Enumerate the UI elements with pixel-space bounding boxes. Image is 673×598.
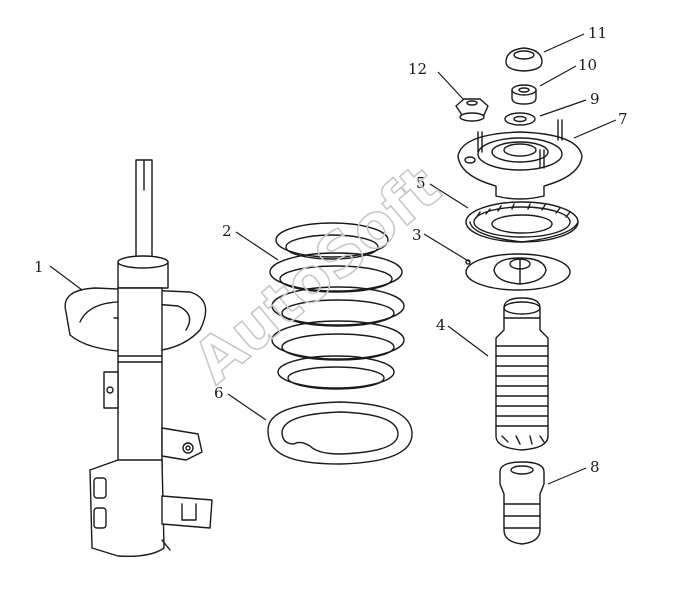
callout-4: 4	[436, 316, 446, 334]
callout-7: 7	[618, 110, 628, 128]
leader-4	[447, 325, 489, 357]
leader-11	[543, 33, 585, 53]
callout-5: 5	[416, 174, 426, 192]
callout-8: 8	[590, 458, 600, 476]
callout-3: 3	[412, 226, 422, 244]
leader-6	[227, 393, 267, 421]
strut-bearing	[465, 201, 579, 243]
strut-top-mount	[457, 119, 583, 200]
leader-3	[423, 233, 471, 263]
top-bushing	[511, 84, 537, 105]
bump-stop	[499, 461, 545, 545]
callout-10: 10	[578, 56, 597, 74]
callout-numbers: 1 2 3 4 5 6 7 8 9 10 11 12	[34, 24, 628, 476]
hex-nut	[455, 98, 489, 122]
callout-6: 6	[214, 384, 224, 402]
callout-1: 1	[34, 258, 44, 276]
leader-7	[573, 119, 617, 139]
dust-cap	[505, 47, 543, 72]
leader-5	[429, 183, 469, 209]
leader-lines	[49, 33, 617, 485]
leader-10	[539, 65, 577, 87]
leader-12	[437, 71, 465, 101]
callout-12: 12	[408, 60, 427, 78]
callout-2: 2	[222, 222, 232, 240]
flat-washer	[504, 112, 536, 126]
callout-11: 11	[588, 24, 607, 42]
leader-8	[547, 467, 587, 485]
shock-absorber-strut	[64, 159, 213, 558]
leader-1	[49, 265, 83, 291]
coil-spring	[269, 222, 405, 390]
leader-2	[235, 231, 279, 261]
dust-boot	[495, 297, 549, 451]
lower-spring-insulator	[267, 401, 413, 465]
watermark-text: AutoSoft	[180, 152, 453, 397]
upper-spring-seat	[465, 253, 571, 291]
callout-9: 9	[590, 90, 600, 108]
leader-9	[539, 99, 587, 117]
